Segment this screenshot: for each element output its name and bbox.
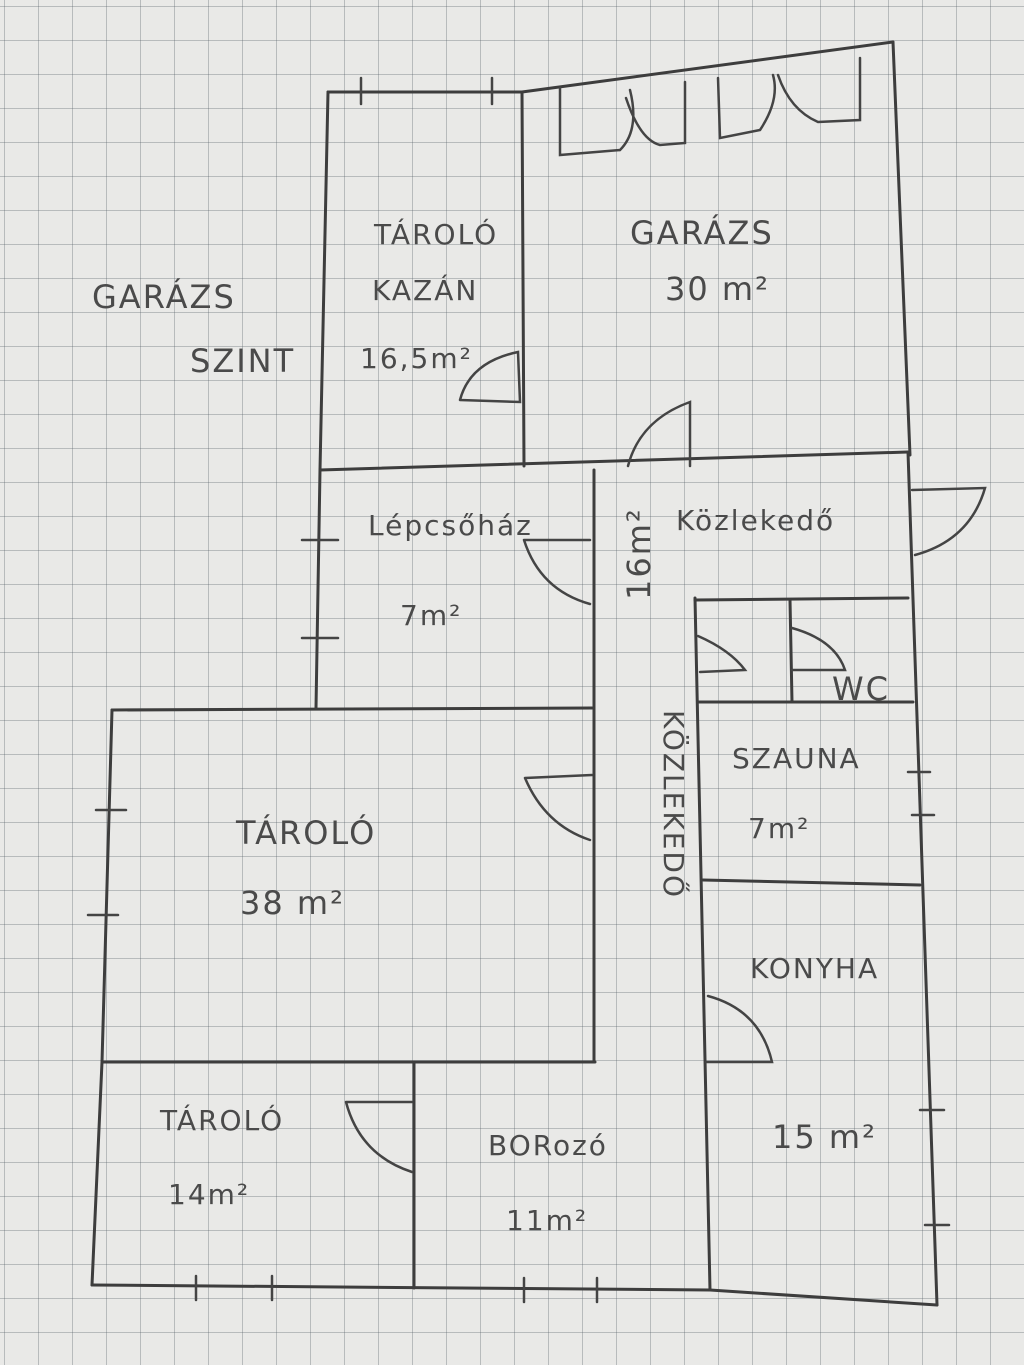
wall-wc-divider [788,598,794,704]
wall-storage-left [100,708,114,1064]
label-corridor-top: Közlekedő [676,504,835,537]
door-wc-right[interactable] [790,626,847,672]
label-sauna-area: 7m² [748,812,810,845]
label-corridor-vertical: KÖZLEKEDŐ [657,710,691,899]
door-storage-big[interactable] [523,773,594,842]
label-kitchen: KONYHA [750,952,879,985]
label-storage-small-area: 14m² [168,1178,250,1211]
garage-doors [558,56,862,157]
wall-boiler-right [520,90,526,468]
wall-right-outer [906,450,939,1307]
door-stair[interactable] [522,538,592,606]
label-wine-cellar: BORozó [488,1129,608,1162]
labels: GARÁZS SZINT TÁROLÓ KAZÁN 16,5m² GARÁZS … [92,214,890,1237]
label-garage-level-2: SZINT [190,342,295,380]
door-wc-left[interactable] [696,634,748,674]
door-entrance[interactable] [910,486,987,557]
wall-garage-bottom [318,450,910,472]
wall-wc-top [693,596,910,602]
label-kitchen-area: 15 m² [772,1118,877,1156]
label-wc: WC [832,670,890,708]
wall-lower-left [90,1060,104,1287]
wall-garage-right [891,40,912,457]
wall-kitchen-top [701,878,922,887]
wall-corridor-right [693,596,712,1292]
wall-garage-top [520,40,895,94]
door-storage-small[interactable] [344,1100,414,1174]
wall-kitchen-bottom [708,1288,939,1307]
window-ticks [86,76,951,1304]
door-garage[interactable] [626,400,692,468]
label-wine-cellar-area: 11m² [506,1204,588,1237]
door-boiler[interactable] [458,350,522,404]
label-stairwell-area: 7m² [400,599,462,632]
wall-boiler-left [318,90,330,472]
label-storage-big-area: 38 m² [240,884,345,922]
label-corridor-top-area: 16m² [620,507,658,600]
label-garage-level-1: GARÁZS [92,278,236,316]
wall-stair-bottom [110,706,594,712]
label-storage-boiler-area: 16,5m² [360,342,473,375]
door-kitchen[interactable] [704,994,774,1064]
label-storage-small: TÁROLÓ [159,1103,284,1137]
label-storage-big: TÁROLÓ [235,813,376,852]
label-garage-area: 30 m² [665,270,770,308]
doors[interactable] [344,350,987,1174]
label-stairwell: Lépcsőház [368,509,533,542]
wall-stair-left [314,468,322,710]
wall-lower-bottom [90,1283,712,1292]
label-storage-boiler-2: KAZÁN [372,273,478,307]
label-storage-boiler-1: TÁROLÓ [373,217,498,251]
label-garage-title: GARÁZS [630,214,774,252]
label-sauna: SZAUNA [732,742,861,775]
